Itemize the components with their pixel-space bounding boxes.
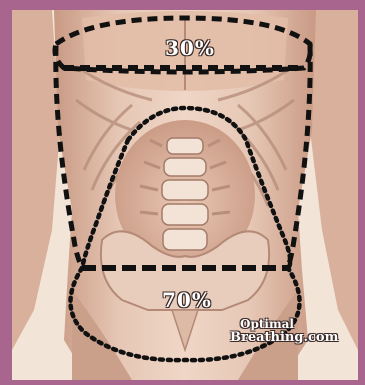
lower-percent-label: 70% bbox=[162, 288, 212, 312]
watermark-line1: Optimal bbox=[230, 317, 350, 331]
watermark: Optimal Breathing.com bbox=[230, 317, 350, 345]
anatomy-panel: 30% 70% Optimal Breathing.com bbox=[12, 10, 358, 380]
watermark-line2: Breathing.com bbox=[230, 331, 350, 345]
upper-percent-label: 30% bbox=[165, 36, 215, 60]
